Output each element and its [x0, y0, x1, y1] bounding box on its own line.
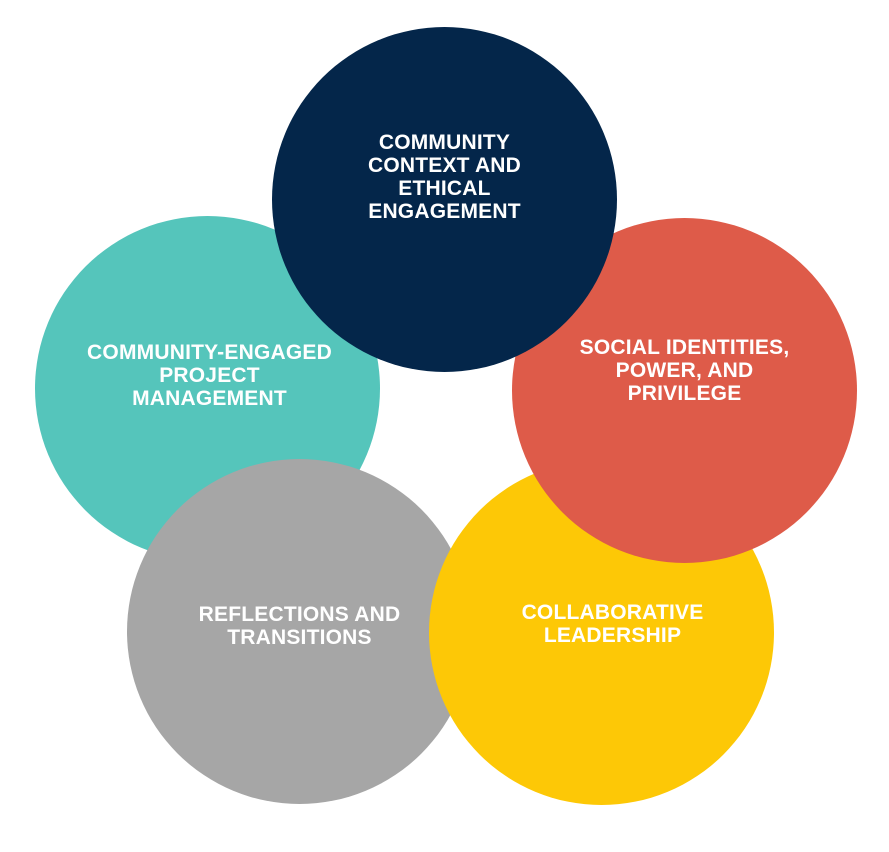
- circle-community-context-ethical-engagement: COMMUNITY CONTEXT AND ETHICAL ENGAGEMENT: [272, 27, 617, 372]
- circle-reflections-and-transitions: REFLECTIONS AND TRANSITIONS: [127, 459, 472, 804]
- circle-label: COMMUNITY CONTEXT AND ETHICAL ENGAGEMENT: [367, 130, 522, 223]
- circle-label: COMMUNITY-ENGAGED PROJECT MANAGEMENT: [87, 341, 332, 410]
- circle-label: REFLECTIONS AND TRANSITIONS: [198, 602, 401, 649]
- circle-label: SOCIAL IDENTITIES, POWER, AND PRIVILEGE: [579, 336, 790, 405]
- circle-label: COLLABORATIVE LEADERSHIP: [521, 600, 704, 647]
